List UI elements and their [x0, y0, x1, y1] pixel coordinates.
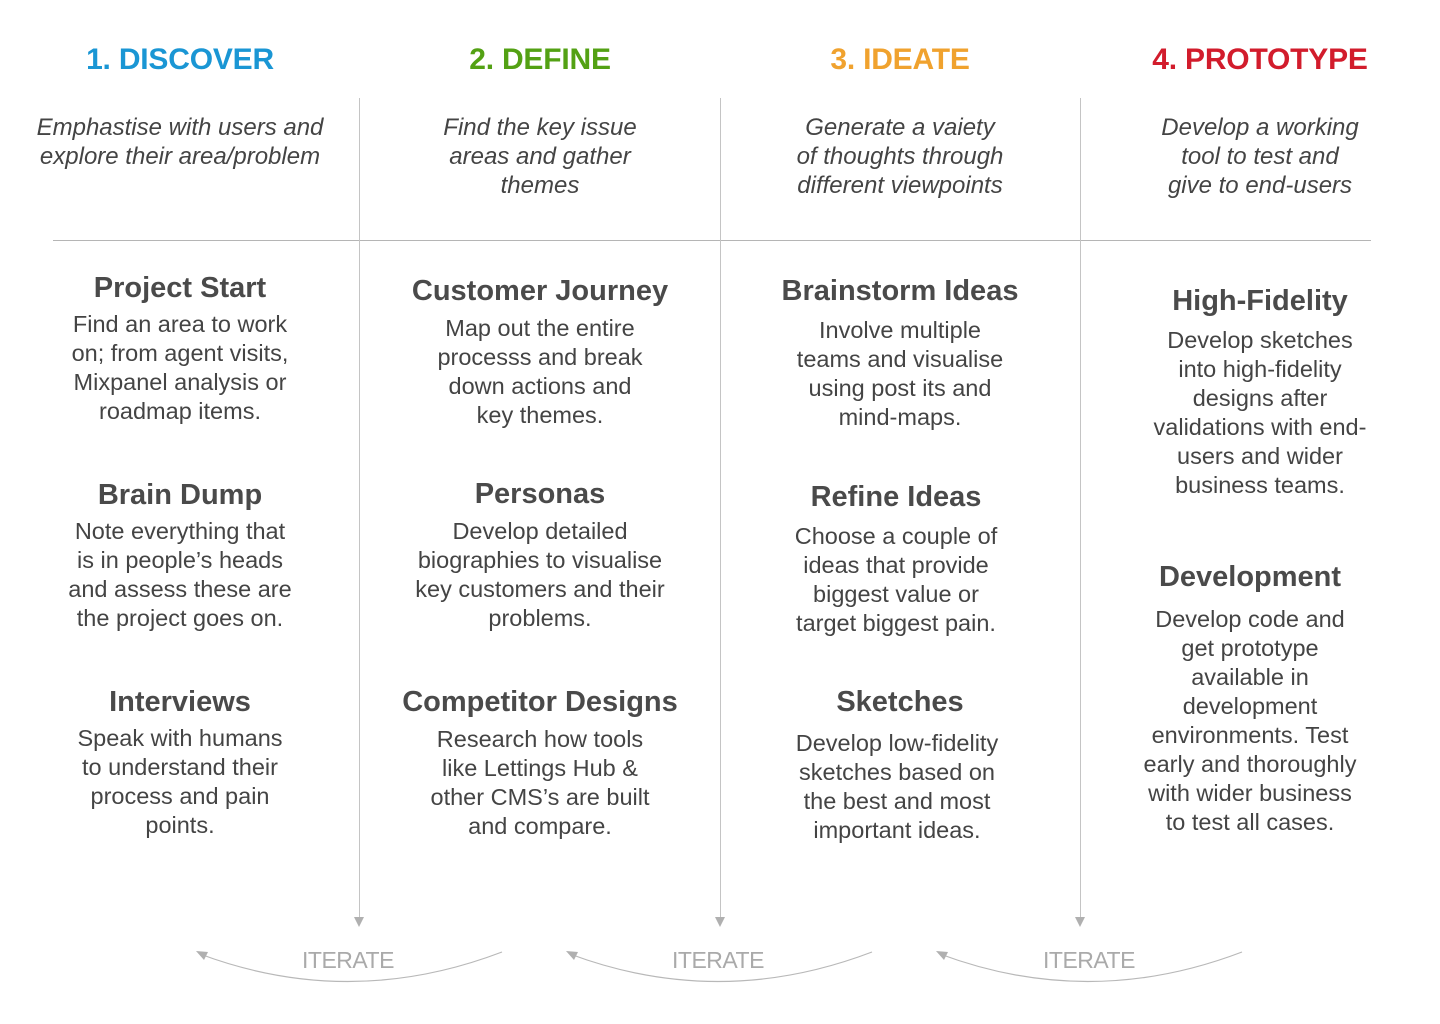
phase-description: Find the key issue areas and gather them…	[443, 114, 637, 199]
iterate-label: ITERATE	[302, 947, 394, 973]
phase-description: Emphastise with users and explore their …	[36, 114, 324, 170]
phase-title: 4. PROTOTYPE	[1152, 43, 1368, 76]
step-description: Find an area to work on; from agent visi…	[71, 311, 289, 424]
step-title: Refine Ideas	[810, 481, 982, 513]
iterate-arrow-1	[196, 951, 503, 983]
divider-arrow-down-icon	[1075, 917, 1085, 927]
column-divider-3	[1080, 98, 1081, 920]
column-divider-2	[720, 98, 721, 920]
step-description: Map out the entire processs and break do…	[437, 315, 643, 428]
phase-discover: 1. DISCOVER Emphastise with users and ex…	[0, 0, 360, 1024]
step-title: Interviews	[109, 686, 251, 718]
step-development: Development Develop code and get prototy…	[1070, 559, 1430, 837]
step-interviews: Interviews Speak with humans to understa…	[0, 684, 360, 840]
step-personas: Personas Develop detailed biographies to…	[360, 476, 720, 633]
step-description: Speak with humans to understand their pr…	[77, 725, 283, 838]
phase-ideate: 3. IDEATE Generate a vaiety of thoughts …	[720, 0, 1080, 1024]
phase-description: Develop a working tool to test and give …	[1161, 114, 1359, 199]
step-description: Develop sketches into high-fidelity desi…	[1153, 327, 1367, 498]
step-description: Develop code and get prototype available…	[1143, 606, 1357, 835]
step-title: Personas	[474, 478, 606, 510]
iterate-arrow-2	[566, 951, 873, 983]
step-description: Choose a couple of ideas that provide bi…	[794, 523, 998, 636]
step-title: Brainstorm Ideas	[781, 275, 1019, 307]
phase-title: 2. DEFINE	[469, 43, 611, 76]
step-description: Note everything that is in people’s head…	[68, 518, 292, 631]
phase-title: 3. IDEATE	[830, 43, 970, 76]
divider-arrow-down-icon	[715, 917, 725, 927]
step-brainstorm-ideas: Brainstorm Ideas Involve multiple teams …	[720, 273, 1080, 432]
step-description: Develop low-fidelity sketches based on t…	[795, 730, 999, 843]
step-customer-journey: Customer Journey Map out the entire proc…	[360, 273, 720, 430]
step-refine-ideas: Refine Ideas Choose a couple of ideas th…	[716, 479, 1076, 638]
step-project-start: Project Start Find an area to work on; f…	[0, 270, 360, 426]
iterate-arrow-3	[936, 951, 1243, 983]
iterate-label: ITERATE	[1043, 947, 1135, 973]
step-high-fidelity: High-Fidelity Develop sketches into high…	[1080, 283, 1440, 500]
step-competitor-designs: Competitor Designs Research how tools li…	[360, 684, 720, 841]
step-title: Competitor Designs	[402, 686, 678, 718]
step-title: Brain Dump	[97, 479, 263, 511]
header-divider	[53, 240, 1371, 241]
step-title: High-Fidelity	[1172, 285, 1348, 317]
iterate-label: ITERATE	[672, 947, 764, 973]
step-description: Develop detailed biographies to visualis…	[415, 518, 665, 631]
phase-prototype: 4. PROTOTYPE Develop a working tool to t…	[1080, 0, 1440, 1024]
phase-define: 2. DEFINE Find the key issue areas and g…	[360, 0, 720, 1024]
step-brain-dump: Brain Dump Note everything that is in pe…	[0, 477, 360, 633]
step-description: Involve multiple teams and visualise usi…	[796, 317, 1004, 430]
column-divider-1	[359, 98, 360, 920]
step-title: Customer Journey	[411, 275, 669, 307]
step-title: Project Start	[93, 272, 267, 304]
step-title: Sketches	[836, 686, 964, 718]
phase-title: 1. DISCOVER	[86, 43, 274, 76]
step-title: Development	[1158, 561, 1342, 593]
divider-arrow-down-icon	[354, 917, 364, 927]
step-sketches: Sketches Develop low-fidelity sketches b…	[720, 684, 1080, 845]
phase-description: Generate a vaiety of thoughts through di…	[796, 114, 1004, 199]
step-description: Research how tools like Lettings Hub & o…	[430, 726, 650, 839]
